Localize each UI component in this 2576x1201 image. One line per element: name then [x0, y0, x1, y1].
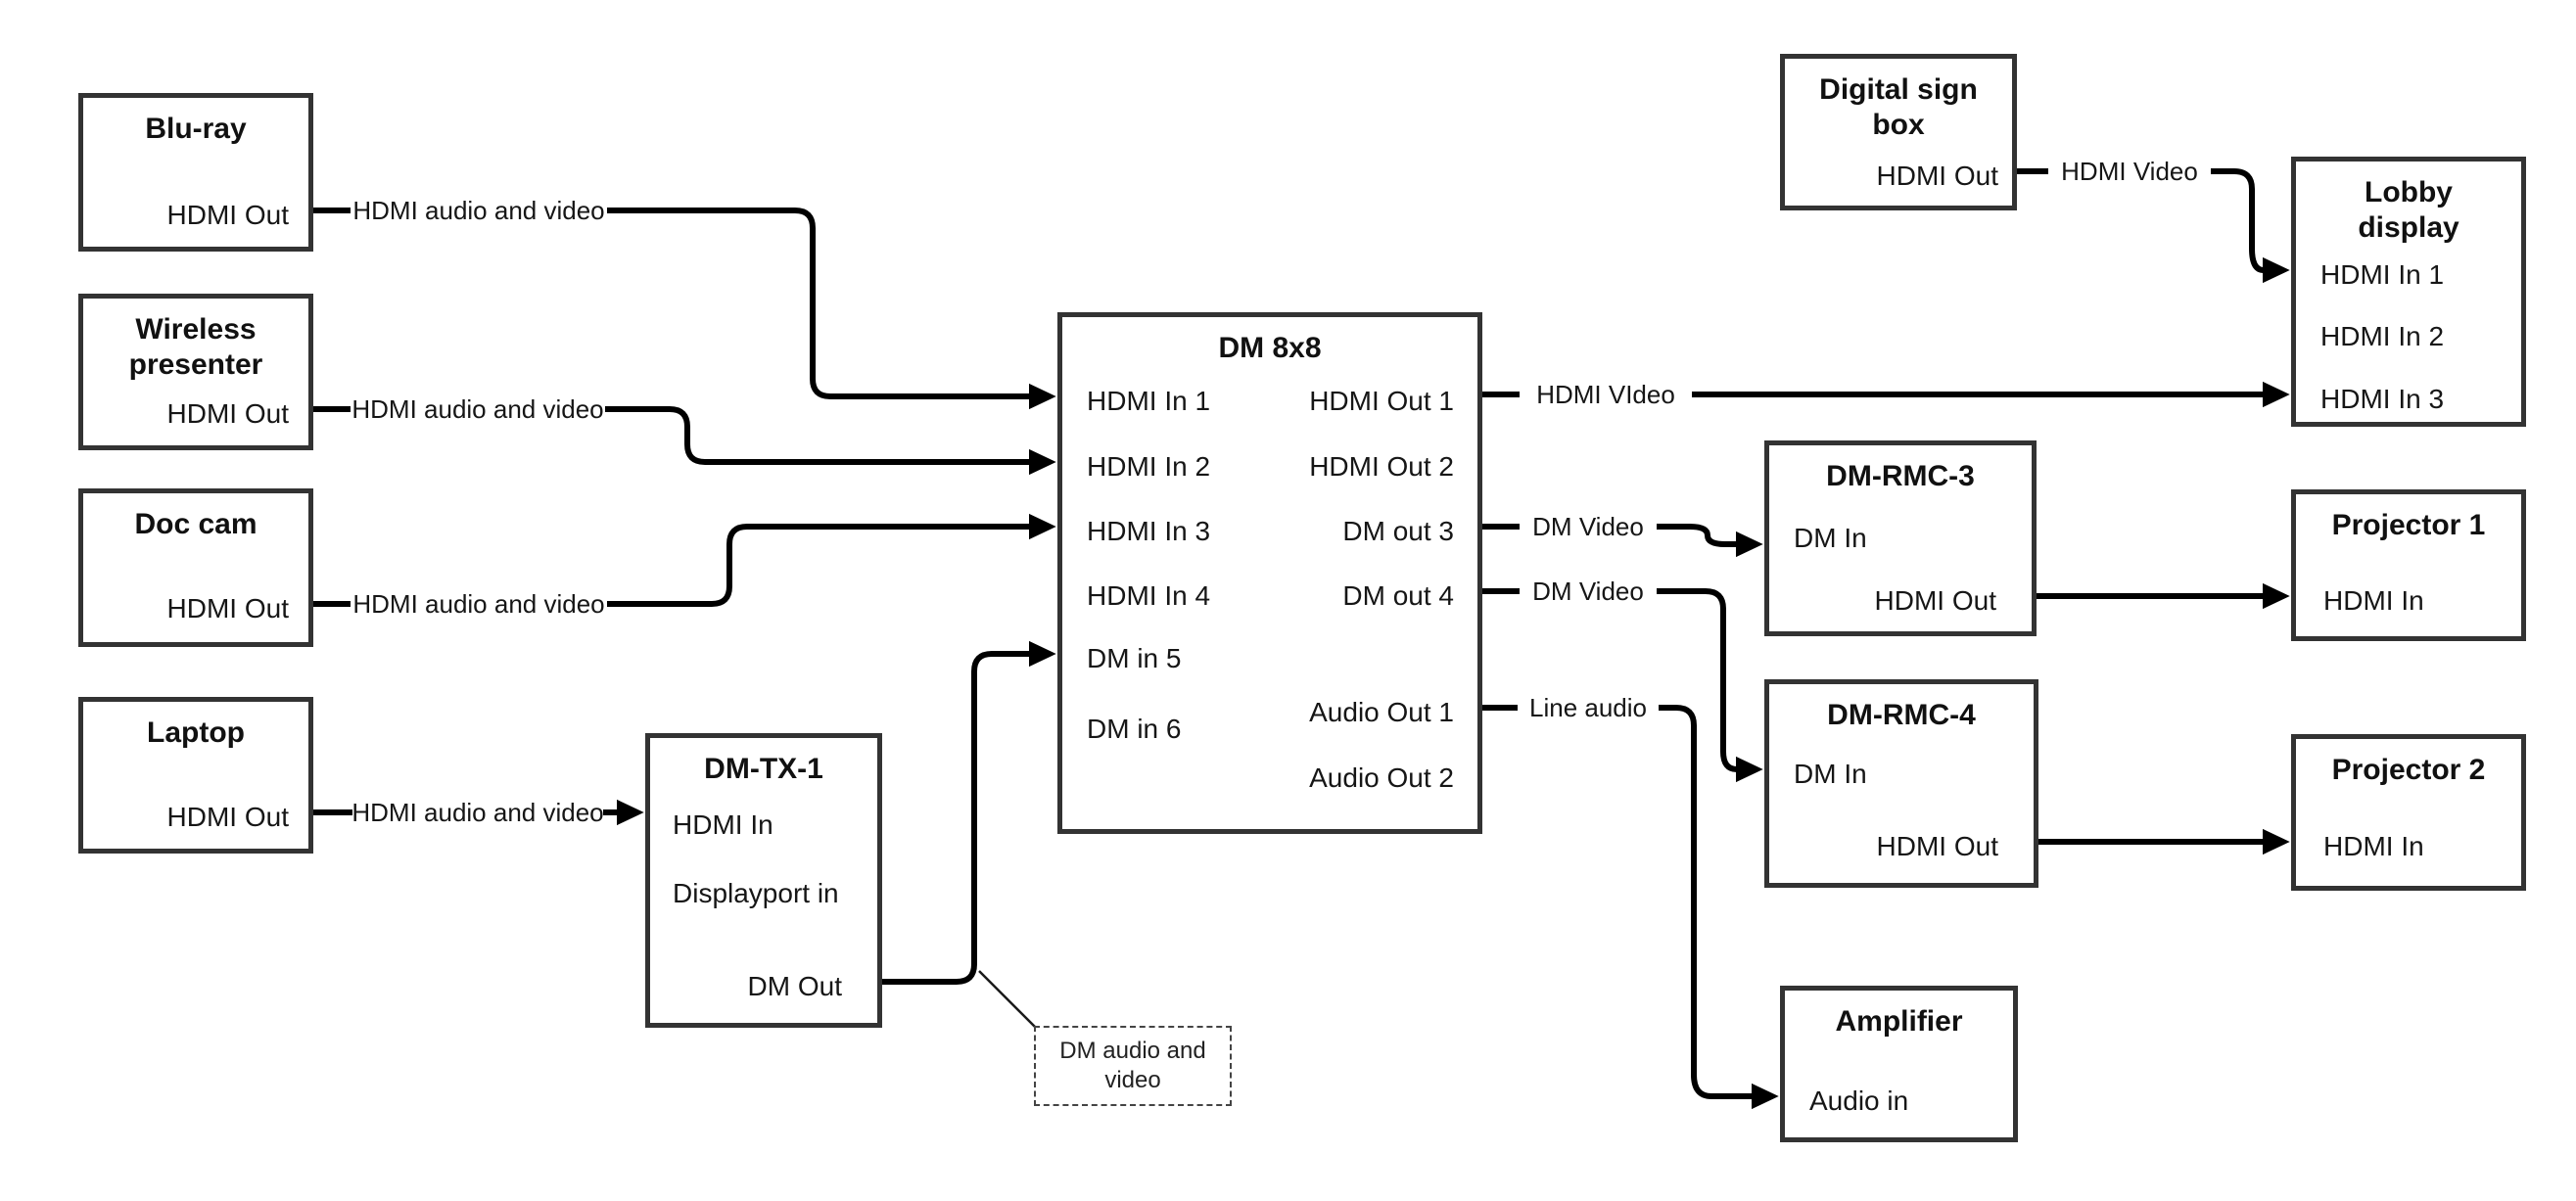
node-wireless-presenter: Wireless presenter HDMI Out: [78, 294, 313, 450]
port-dm-tx-1-dm-out: DM Out: [747, 971, 842, 1001]
port-dm-rmc-3-hdmi-out: HDMI Out: [1874, 585, 1996, 616]
edge-label-line-audio: Line audio: [1529, 693, 1647, 722]
port-dm-rmc-4-dm-in: DM In: [1794, 759, 1867, 789]
node-amplifier: Amplifier Audio in: [1780, 986, 2018, 1142]
node-lobby-display-title: Lobby display: [2358, 176, 2459, 244]
edge-doccam-to-dm8x8-in3: [607, 513, 1056, 607]
edge-bluray-to-dm8x8-in1: [607, 208, 1056, 410]
edge-dm8x8-audio1-to-amp: [1659, 705, 1779, 1110]
port-dm8x8-audio-out-1: Audio Out 1: [1309, 697, 1454, 727]
edge-wireless-to-dm8x8-in2: [605, 406, 1056, 476]
port-laptop-hdmi-out: HDMI Out: [166, 802, 289, 832]
port-dm-rmc-3-dm-in: DM In: [1794, 523, 1867, 553]
edge-label-dm-video-out3: DM Video: [1532, 512, 1644, 541]
edge-label-dm-video-out4: DM Video: [1532, 577, 1644, 606]
port-wireless-hdmi-out: HDMI Out: [166, 398, 289, 429]
edge-digital-sign-to-lobby-in1: [2211, 168, 2290, 284]
port-dm8x8-dm-out-3: DM out 3: [1342, 516, 1454, 546]
port-projector-1-hdmi-in: HDMI In: [2323, 585, 2424, 616]
port-dm8x8-hdmi-in-2: HDMI In 2: [1087, 451, 1211, 482]
port-lobby-hdmi-in-2: HDMI In 2: [2320, 321, 2445, 351]
node-projector-2: Projector 2 HDMI In: [2291, 734, 2526, 891]
node-blu-ray: Blu-ray HDMI Out: [78, 93, 313, 252]
note-dm-audio-and-video: DM audio and video: [1034, 1026, 1232, 1106]
edge-label-doccam: HDMI audio and video: [352, 589, 605, 619]
port-dm8x8-hdmi-in-1: HDMI In 1: [1087, 386, 1211, 416]
port-blu-ray-hdmi-out: HDMI Out: [166, 200, 289, 230]
port-amplifier-audio-in: Audio in: [1809, 1086, 1909, 1116]
edge-label-wireless: HDMI audio and video: [351, 394, 604, 424]
port-dm8x8-dm-out-4: DM out 4: [1342, 580, 1454, 611]
node-digital-sign-box-title: Digital sign box: [1819, 73, 1978, 141]
node-dm-tx-1: DM-TX-1 HDMI In Displayport in DM Out: [645, 733, 882, 1028]
note-leader-line: [978, 970, 1037, 1029]
node-projector-1-title: Projector 1: [2331, 509, 2486, 541]
node-dm-rmc-4-title: DM-RMC-4: [1827, 699, 1976, 731]
note-text: DM audio and video: [1059, 1038, 1206, 1093]
port-dm8x8-hdmi-in-4: HDMI In 4: [1087, 580, 1211, 611]
edge-label-hdmi-video-sign: HDMI Video: [2061, 157, 2198, 186]
node-lobby-display: Lobby display HDMI In 1 HDMI In 2 HDMI I…: [2291, 157, 2526, 427]
port-dm8x8-dm-in-5: DM in 5: [1087, 643, 1182, 673]
edge-label-hdmi-video-out1: HDMI VIdeo: [1536, 380, 1675, 409]
node-dm-8x8-title: DM 8x8: [1218, 332, 1322, 364]
node-dm-rmc-4: DM-RMC-4 DM In HDMI Out: [1764, 679, 2038, 888]
port-dm-tx-1-hdmi-in: HDMI In: [673, 809, 773, 840]
node-dm-rmc-3-title: DM-RMC-3: [1826, 460, 1975, 492]
port-dm8x8-hdmi-out-1: HDMI Out 1: [1309, 386, 1454, 416]
edge-label-laptop: HDMI audio and video: [351, 798, 604, 827]
port-dm-tx-1-displayport-in: Displayport in: [673, 878, 839, 908]
port-dm8x8-hdmi-out-2: HDMI Out 2: [1309, 451, 1454, 482]
port-doc-cam-hdmi-out: HDMI Out: [166, 593, 289, 624]
port-dm8x8-dm-in-6: DM in 6: [1087, 714, 1182, 744]
port-dm8x8-audio-out-2: Audio Out 2: [1309, 762, 1454, 793]
port-digital-sign-hdmi-out: HDMI Out: [1876, 161, 1998, 191]
port-projector-2-hdmi-in: HDMI In: [2323, 831, 2424, 861]
edge-dm8x8-out4-to-rmc4-dmin: [1657, 588, 1763, 783]
edge-dmtx1-dmout-to-dm8x8-in5: [882, 640, 1056, 985]
edge-label-bluray: HDMI audio and video: [352, 196, 605, 225]
port-dm8x8-hdmi-in-3: HDMI In 3: [1087, 516, 1211, 546]
node-amplifier-title: Amplifier: [1835, 1005, 1963, 1038]
node-dm-tx-1-title: DM-TX-1: [704, 753, 823, 785]
node-blu-ray-title: Blu-ray: [145, 113, 247, 145]
port-dm-rmc-4-hdmi-out: HDMI Out: [1876, 831, 1998, 861]
node-doc-cam-title: Doc cam: [134, 508, 258, 540]
node-laptop-title: Laptop: [147, 716, 245, 749]
node-dm-rmc-3: DM-RMC-3 DM In HDMI Out: [1764, 440, 2037, 636]
node-projector-2-title: Projector 2: [2331, 754, 2486, 786]
node-wireless-presenter-title: Wireless presenter: [128, 313, 263, 381]
node-digital-sign-box: Digital sign box HDMI Out: [1780, 54, 2017, 210]
node-laptop: Laptop HDMI Out: [78, 697, 313, 854]
node-dm-8x8: DM 8x8 HDMI In 1 HDMI In 2 HDMI In 3 HDM…: [1057, 312, 1482, 834]
port-lobby-hdmi-in-1: HDMI In 1: [2320, 259, 2445, 290]
edge-dm8x8-out3-to-rmc3-dmin: [1657, 524, 1763, 558]
node-doc-cam: Doc cam HDMI Out: [78, 488, 313, 647]
node-projector-1: Projector 1 HDMI In: [2291, 489, 2526, 641]
port-lobby-hdmi-in-3: HDMI In 3: [2320, 384, 2445, 414]
